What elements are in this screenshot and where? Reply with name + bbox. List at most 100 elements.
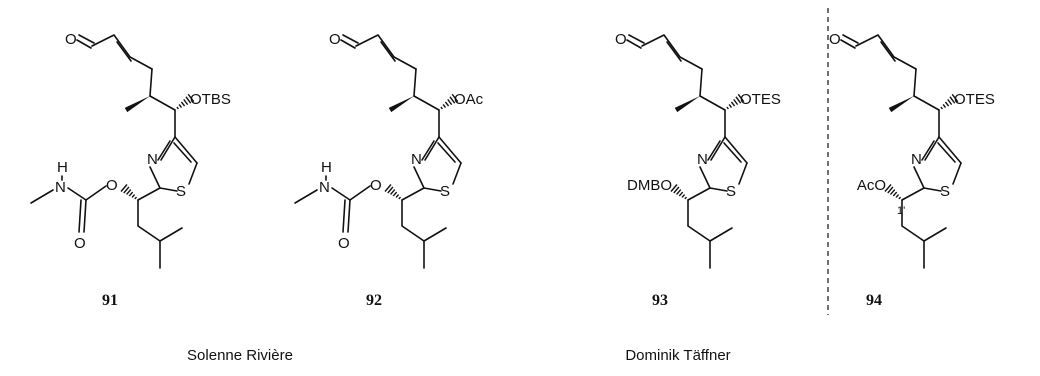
compound-94: O OTES N S AcO 1' 94 (829, 31, 995, 309)
chain-bond (413, 68, 417, 97)
thiazole-nitrogen-label: N (147, 151, 158, 168)
thiazole-nitrogen-label: N (697, 151, 708, 168)
chain-bond (699, 68, 703, 97)
carbamate-bond (85, 185, 107, 201)
chain-bond (913, 95, 940, 111)
ring-double-bond (707, 140, 721, 161)
ring-bond (452, 162, 462, 185)
ring-double-bond (157, 140, 171, 161)
carbamate-nitrogen-label: N (319, 179, 330, 196)
aldehyde-double-bond (628, 34, 645, 44)
chain-bond (137, 187, 161, 201)
compound-number-label: 93 (652, 292, 668, 309)
thiazole-sulfur-label: S (440, 183, 450, 200)
alkene-second-bond (880, 41, 896, 62)
ring-bond (913, 166, 925, 189)
carbamate-ether-oxygen-label: O (106, 177, 118, 194)
aldehyde-double-bond (842, 34, 859, 44)
ring-bond (923, 187, 942, 192)
carbonyl-bond (83, 199, 87, 233)
ring-double-bond (723, 142, 742, 163)
thiazole-sulfur-label: S (940, 183, 950, 200)
isobutyl-branch (709, 227, 733, 242)
chain-bond (149, 95, 176, 111)
oxygen-hashed-bond (726, 93, 745, 110)
ring-bond (438, 136, 462, 164)
aldehyde-oxygen-label: O (829, 31, 841, 48)
thiazole-ring: NS (697, 136, 748, 200)
isobutyl-chain (137, 199, 161, 269)
chain-bond (913, 68, 917, 97)
ring-bond (159, 187, 178, 192)
aldehyde-double-bond (626, 39, 642, 49)
carbonyl-oxygen-label: O (338, 235, 350, 252)
ring-bond (149, 166, 161, 189)
alkoxy-hashed-bond (120, 184, 138, 200)
carbamate-group: ONH (30, 159, 107, 252)
aldehyde-double-bond (840, 39, 856, 49)
carbamate-hydrogen-label: H (57, 159, 68, 176)
chain-bond (901, 187, 925, 201)
alkene-second-bond (380, 41, 396, 62)
oxygen-hashed-bond (940, 93, 959, 110)
left-protecting-group-label: AcO (857, 177, 886, 194)
isobutyl-branch (159, 227, 183, 242)
aldehyde-double-bond (76, 39, 92, 49)
position-label: 1' (897, 205, 905, 217)
carbamate-bond (331, 187, 351, 201)
compound-number-label: 92 (366, 292, 382, 309)
carbonyl-bond (347, 199, 351, 233)
ring-bond (952, 162, 962, 185)
compound-number-label: 91 (102, 292, 118, 309)
ring-bond (174, 136, 198, 164)
chain-bond (687, 187, 711, 201)
alkoxy-hashed-bond (384, 184, 402, 200)
chain-bond (413, 95, 440, 111)
ring-bond (710, 136, 726, 161)
aldehyde-double-bond (340, 39, 356, 49)
thiazole-nitrogen-label: N (911, 151, 922, 168)
carbamate-bond (67, 187, 87, 201)
author-caption-dominik: Dominik Täffner (625, 347, 730, 364)
thiazole-sulfur-label: S (176, 183, 186, 200)
aldehyde-oxygen-label: O (329, 31, 341, 48)
chain-bond (699, 95, 726, 111)
top-protecting-group-label: OTES (954, 91, 995, 108)
enal-chain (91, 34, 153, 70)
thiazole-nitrogen-label: N (411, 151, 422, 168)
methyl-wedge-bond (388, 96, 414, 113)
author-caption-solenne: Solenne Rivière (187, 347, 293, 364)
ring-bond (413, 166, 425, 189)
ring-bond (423, 187, 442, 192)
ring-double-bond (173, 142, 192, 163)
methyl-wedge-bond (124, 96, 150, 113)
alkoxy-hashed-bond (670, 184, 688, 200)
ring-bond (724, 136, 748, 164)
ring-bond (699, 166, 711, 189)
ring-double-bond (437, 142, 456, 163)
isobutyl-chain (401, 199, 425, 269)
n-methyl-bond (294, 189, 318, 204)
ring-bond (938, 136, 962, 164)
enal-chain (641, 34, 703, 70)
carbonyl-double-bond (342, 199, 346, 233)
ring-bond (924, 136, 940, 161)
left-protecting-group-label: DMBO (627, 177, 672, 194)
thiazole-ring: NS (411, 136, 462, 200)
carbamate-bond (349, 185, 371, 201)
ring-bond (160, 136, 176, 161)
ring-double-bond (421, 140, 435, 161)
ring-bond (424, 136, 440, 161)
alkoxy-hashed-bond (884, 184, 902, 200)
carbamate-ether-oxygen-label: O (370, 177, 382, 194)
aldehyde-double-bond (342, 34, 359, 44)
thiazole-ring: NS (147, 136, 198, 200)
compound-number-label: 94 (866, 292, 882, 309)
enal-chain (355, 34, 417, 70)
oxygen-hashed-bond (440, 93, 459, 110)
oxygen-hashed-bond (176, 93, 195, 110)
aldehyde-double-bond (78, 34, 95, 44)
chain-bond (401, 187, 425, 201)
